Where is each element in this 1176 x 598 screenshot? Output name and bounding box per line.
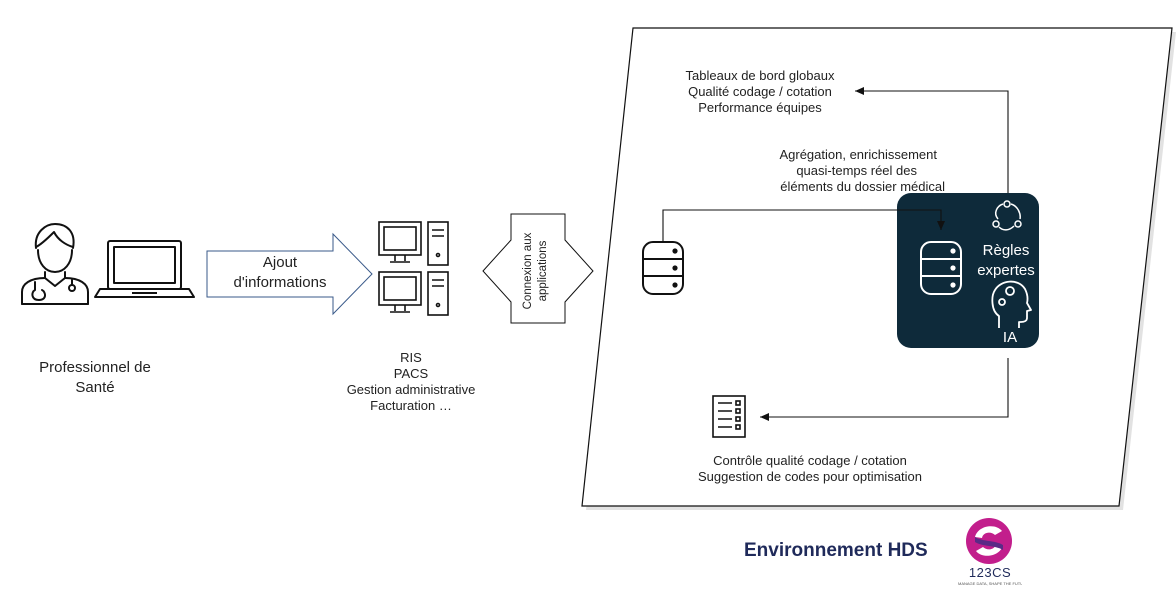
systems-item: PACS bbox=[393, 366, 429, 381]
connection-label-line2: applications bbox=[537, 240, 549, 302]
aggregation-label: Agrégation, enrichissement quasi-temps r… bbox=[740, 147, 945, 195]
systems-list: RIS PACS Gestion administrative Facturat… bbox=[330, 350, 492, 414]
info-arrow-line1: Ajout bbox=[262, 254, 298, 271]
systems-item: RIS bbox=[400, 350, 422, 365]
environment-label: Environnement HDS bbox=[744, 540, 928, 561]
ai-head-icon bbox=[991, 280, 1032, 328]
professional-label-line2: Santé bbox=[75, 379, 115, 396]
dashboards-item: Qualité codage / cotation bbox=[688, 84, 832, 99]
connection-double-arrow bbox=[482, 213, 594, 324]
laptop-icon bbox=[94, 240, 195, 298]
logo-text: 123CS bbox=[968, 565, 1012, 580]
quality-control-line: Suggestion de codes pour optimisation bbox=[697, 469, 923, 484]
rules-label: Règles expertes bbox=[968, 241, 1044, 281]
quality-control-label: Contrôle qualité codage / cotation Sugge… bbox=[675, 453, 945, 485]
systems-item: Gestion administrative bbox=[346, 382, 476, 397]
connection-label-line1: Connexion aux bbox=[522, 232, 534, 310]
dashboards-item: Performance équipes bbox=[698, 100, 822, 115]
engine-box bbox=[897, 193, 1039, 348]
info-arrow bbox=[206, 232, 373, 316]
checklist-icon bbox=[712, 395, 746, 438]
info-arrow-label: Ajout d'informations bbox=[212, 253, 348, 293]
connector-arrows bbox=[662, 87, 1009, 421]
professional-label: Professionnel de Santé bbox=[20, 358, 170, 398]
info-arrow-line2: d'informations bbox=[233, 274, 327, 291]
rules-label-line2: expertes bbox=[977, 262, 1035, 279]
rules-label-line1: Règles bbox=[982, 242, 1030, 259]
logo-mark bbox=[966, 518, 1012, 564]
computer-icon bbox=[378, 221, 449, 316]
dashboards-label: Tableaux de bord globaux Qualité codage … bbox=[665, 68, 855, 116]
quality-control-line: Contrôle qualité codage / cotation bbox=[713, 453, 907, 468]
cycle-icon bbox=[992, 200, 1022, 231]
engine-database-icon bbox=[920, 241, 962, 295]
professional-label-line1: Professionnel de bbox=[39, 359, 151, 376]
aggregation-line: quasi-temps réel des bbox=[796, 163, 917, 178]
aggregation-line: éléments du dossier médical bbox=[780, 179, 945, 194]
hds-environment-shape bbox=[581, 27, 1176, 510]
ai-label: IA bbox=[1002, 329, 1018, 346]
dashboards-item: Tableaux de bord globaux bbox=[685, 68, 835, 83]
connection-label: Connexion aux applications bbox=[521, 221, 555, 321]
systems-item: Facturation … bbox=[370, 398, 452, 413]
logo-tagline: MANAGE DATA, SHAPE THE FUTURE bbox=[958, 581, 1022, 586]
doctor-icon bbox=[21, 223, 89, 305]
aggregation-line: Agrégation, enrichissement bbox=[779, 147, 937, 162]
